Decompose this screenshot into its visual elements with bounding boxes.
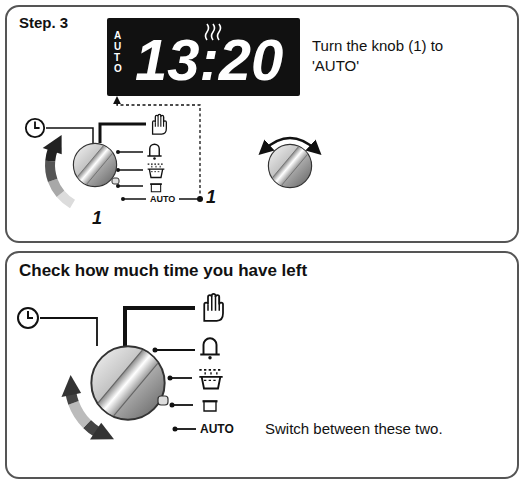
cook-time-symbol xyxy=(150,184,162,192)
knob-leader-lines xyxy=(125,308,195,346)
knob-tab xyxy=(158,396,168,405)
manual-symbol xyxy=(204,294,223,321)
knob-leader-lines xyxy=(46,100,200,199)
leader-dots xyxy=(173,427,178,432)
clock-symbol xyxy=(18,308,38,328)
rotate-arrow xyxy=(264,138,316,150)
knob-leader-lines xyxy=(170,377,192,379)
leader-dots xyxy=(153,348,158,353)
bell-symbol xyxy=(200,338,220,359)
knob-leader-lines xyxy=(118,169,143,171)
callout-number: 1 xyxy=(206,187,216,208)
clock-symbol xyxy=(26,119,44,137)
turn-arrow xyxy=(50,161,53,180)
knob-leader-lines xyxy=(118,151,143,153)
second-knob xyxy=(268,141,313,191)
turn-arrow xyxy=(43,135,62,154)
knob-leader-lines xyxy=(175,428,196,430)
cook-end-symbol xyxy=(199,370,222,389)
leader-dots xyxy=(170,403,175,408)
switch-arrow xyxy=(90,423,114,440)
knob-leader-lines xyxy=(46,128,93,143)
knob-leader-lines xyxy=(40,308,196,429)
instruction-panel: Check how much time you have left xyxy=(5,251,519,479)
leader-dots xyxy=(168,376,173,381)
callout-number: 1 xyxy=(92,208,102,229)
turn-arrow xyxy=(53,180,61,194)
knob-leader-lines xyxy=(117,100,200,199)
knob-leader-lines xyxy=(123,198,146,200)
manual-symbol xyxy=(153,114,167,134)
turn-arrow xyxy=(50,150,53,162)
control-knob xyxy=(90,341,166,426)
step-heading: Step. 3 xyxy=(19,14,68,31)
turn-arrow xyxy=(61,194,73,204)
section-heading: Check how much time you have left xyxy=(19,261,307,281)
display-mode: AUTO xyxy=(114,30,124,74)
knob-leader-lines xyxy=(179,198,200,200)
instruction-text: Turn the knob (1) to 'AUTO' xyxy=(312,36,482,77)
mode-label: AUTO xyxy=(200,422,234,436)
cook-end-symbol xyxy=(148,164,165,177)
leader-dots xyxy=(116,150,120,154)
switch-arrow xyxy=(74,403,88,424)
knob-leader-lines xyxy=(172,404,193,406)
knob-leader-lines xyxy=(40,318,97,346)
instruction-text: Switch between these two. xyxy=(265,420,443,437)
leader-dots xyxy=(121,197,125,201)
leader-dots xyxy=(197,196,203,202)
switch-arrow xyxy=(62,375,82,397)
control-knob xyxy=(73,140,118,190)
mode-label: AUTO xyxy=(150,194,175,204)
turn-arrow xyxy=(43,135,73,204)
leader-dots xyxy=(116,184,120,188)
knob-leader-lines xyxy=(100,124,146,143)
knob-leader-lines xyxy=(155,349,195,351)
knob-tab xyxy=(112,178,119,184)
knob-leader-lines xyxy=(118,185,143,187)
display-time: 13:20 xyxy=(135,28,283,92)
bell-symbol xyxy=(147,144,161,160)
lcd-display: AUTO 13:20 xyxy=(107,18,300,96)
cook-time-symbol xyxy=(203,401,218,411)
